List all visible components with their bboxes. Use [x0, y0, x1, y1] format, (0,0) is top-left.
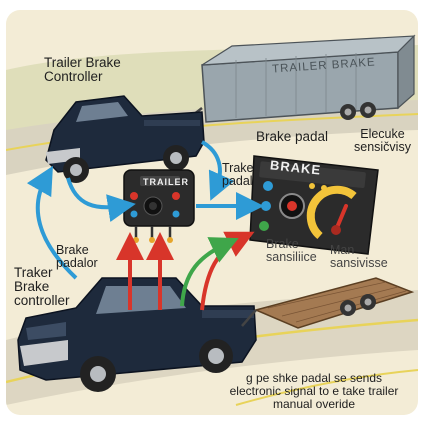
enclosed-trailer [183, 34, 416, 123]
arrow-blue-top [200, 140, 235, 201]
brake-gauge-panel [249, 155, 379, 255]
label-line: sansiliice [266, 250, 317, 264]
label-brake-padal-top: Brake padal [256, 129, 329, 144]
label-trake-padal: Trake padal [222, 162, 254, 188]
label-traker-brake-controller: Traker Brake controller [14, 266, 70, 308]
label-line: sansivisse [330, 256, 388, 270]
label-brake-padalor: Brake padalor [56, 244, 98, 270]
label-line: Trake [222, 161, 254, 175]
label-line: padalor [56, 256, 98, 270]
label-line: padal [222, 174, 253, 188]
label-trailer-brake-controller-top: Trailer Brake Controller [44, 56, 121, 84]
caption-line: electronic signal to e take trailer [229, 384, 399, 398]
tow-truck-bottom [17, 277, 257, 392]
label-line: Trailer Brake [44, 55, 121, 70]
label-line: Brake [56, 243, 89, 257]
diagram-illustration [6, 10, 418, 415]
label-line: Controller [44, 69, 103, 84]
label-brake-sensitivity: Brake sansiliice [266, 238, 317, 264]
label-line: Brake [14, 279, 50, 294]
caption: g pe shke padal se sends electronic sign… [214, 372, 414, 411]
arrow-green [180, 237, 239, 307]
illustration-frame [6, 10, 418, 415]
caption-line: g pe shke padal se sends [245, 371, 383, 385]
label-line: sensičvisy [354, 140, 411, 154]
label-line: Man [330, 243, 355, 257]
label-man-sensivisse: Man sansivisse [330, 244, 388, 270]
flatbed-trailer [241, 277, 415, 329]
label-line: Brake [266, 237, 299, 251]
arrow-blue-to-unit [66, 177, 136, 222]
caption-line: manual overide [272, 397, 356, 411]
label-controller-unit: TRAILER [143, 177, 189, 187]
road-line-corner [235, 369, 418, 406]
label-electric-sensitivity: Elecuke sensičvisy [354, 128, 411, 154]
label-line: controller [14, 293, 70, 308]
arrow-blue-left [26, 165, 78, 280]
label-line: Elecuke [360, 127, 405, 141]
label-line: Traker [14, 265, 53, 280]
